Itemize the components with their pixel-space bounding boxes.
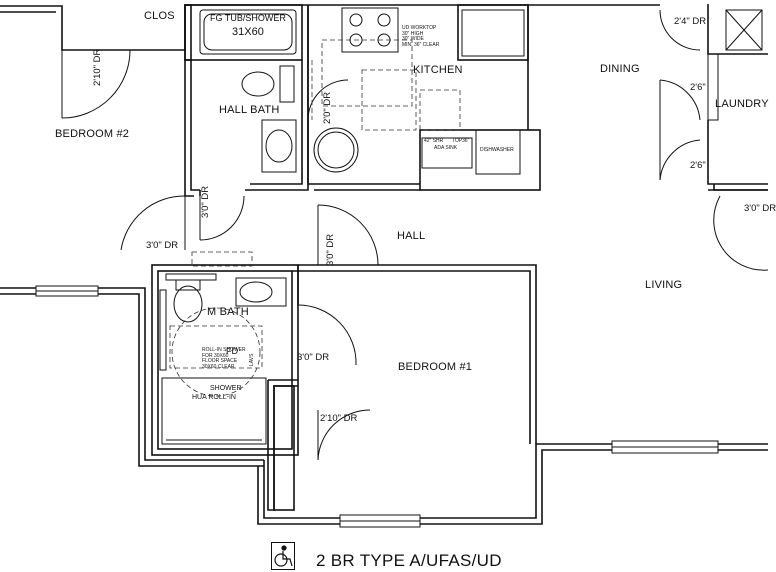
exterior-walls bbox=[0, 4, 768, 525]
shower-note-label: HUA ROLL-IN bbox=[192, 394, 236, 401]
door-label-bedroom1-closet: 2'10" DR bbox=[320, 413, 358, 424]
windows bbox=[35, 53, 719, 528]
roll-in-line-4: 30X60 CLEAR bbox=[202, 363, 235, 370]
room-label-dining: DINING bbox=[600, 63, 640, 75]
roll-in-line-3: FLOOR SPACE bbox=[202, 358, 238, 364]
door-label-bedroom1: 3'0" DR bbox=[297, 352, 330, 363]
fd-label: FD bbox=[226, 346, 238, 356]
fixtures bbox=[159, 7, 763, 445]
door-label-hall: 3'0" DR bbox=[325, 233, 336, 266]
dishwasher-label: DISHWASHER bbox=[480, 147, 514, 153]
door-swings bbox=[61, 9, 769, 461]
shower-label: SHOWER bbox=[210, 385, 242, 392]
roll-in-line-1: ROLL-IN SHOWER bbox=[202, 347, 246, 353]
ud-worktop-line-2: 30" HIGH bbox=[402, 30, 424, 37]
door-label-dining: 2'4" DR bbox=[674, 16, 707, 27]
room-label-bedroom2: BEDROOM #2 bbox=[55, 128, 130, 140]
wheelchair-icon bbox=[271, 542, 295, 570]
plan-title: 2 BR TYPE A/UFAS/UD bbox=[316, 551, 502, 570]
accessible-icon bbox=[274, 545, 293, 567]
ud-worktop-line-4: MIN. 36" CLEAR bbox=[402, 41, 440, 48]
room-label-m-bath: M BATH bbox=[207, 306, 249, 318]
door-label-right: 3'0" DR bbox=[744, 203, 776, 214]
door-label-laundry-1: 2'6" bbox=[690, 82, 706, 93]
door-label-bedroom2: 3'0" DR bbox=[146, 240, 179, 251]
room-label-bedroom1: BEDROOM #1 bbox=[398, 361, 473, 373]
door-label-bedroom2-closet: 2'10" DR bbox=[92, 48, 103, 86]
tub-label: FG TUB/SHOWER bbox=[210, 13, 286, 23]
dashed-clearances bbox=[169, 39, 461, 397]
counter-note-1: 42" SHR bbox=[424, 138, 444, 144]
room-label-hall-bath: HALL BATH bbox=[219, 104, 280, 116]
door-label-laundry-2: 2'6" bbox=[690, 160, 706, 171]
room-label-clos: CLOS bbox=[144, 10, 175, 22]
room-label-hall: HALL bbox=[397, 230, 426, 242]
lavs-label: LAVS bbox=[249, 353, 255, 366]
counter-note-4: 36" bbox=[462, 138, 470, 144]
ud-worktop-line-3: 30" WIDE bbox=[402, 36, 424, 42]
room-label-laundry: LAUNDRY bbox=[715, 98, 769, 110]
counter-note-2: ADA SINK bbox=[434, 145, 458, 151]
roll-in-line-2: FOR 30X60 bbox=[202, 352, 229, 359]
door-label-kitchen-pantry: 2'0" DR bbox=[322, 91, 333, 124]
room-label-living: LIVING bbox=[645, 279, 683, 291]
tub-size-label: 31X60 bbox=[232, 26, 264, 38]
roll-in-note: ROLL-IN SHOWER FOR 30X60 FLOOR SPACE 30X… bbox=[202, 347, 246, 370]
interior-walls bbox=[151, 4, 541, 511]
ud-worktop-line-1: UD WORKTOP bbox=[402, 25, 437, 31]
door-label-hall-bath: 3'0" DR bbox=[200, 185, 211, 218]
ud-worktop-note: UD WORKTOP 30" HIGH 30" WIDE MIN. 36" CL… bbox=[402, 25, 440, 48]
room-label-kitchen: KITCHEN bbox=[413, 64, 463, 76]
counter-note-3: TOP bbox=[452, 138, 463, 144]
